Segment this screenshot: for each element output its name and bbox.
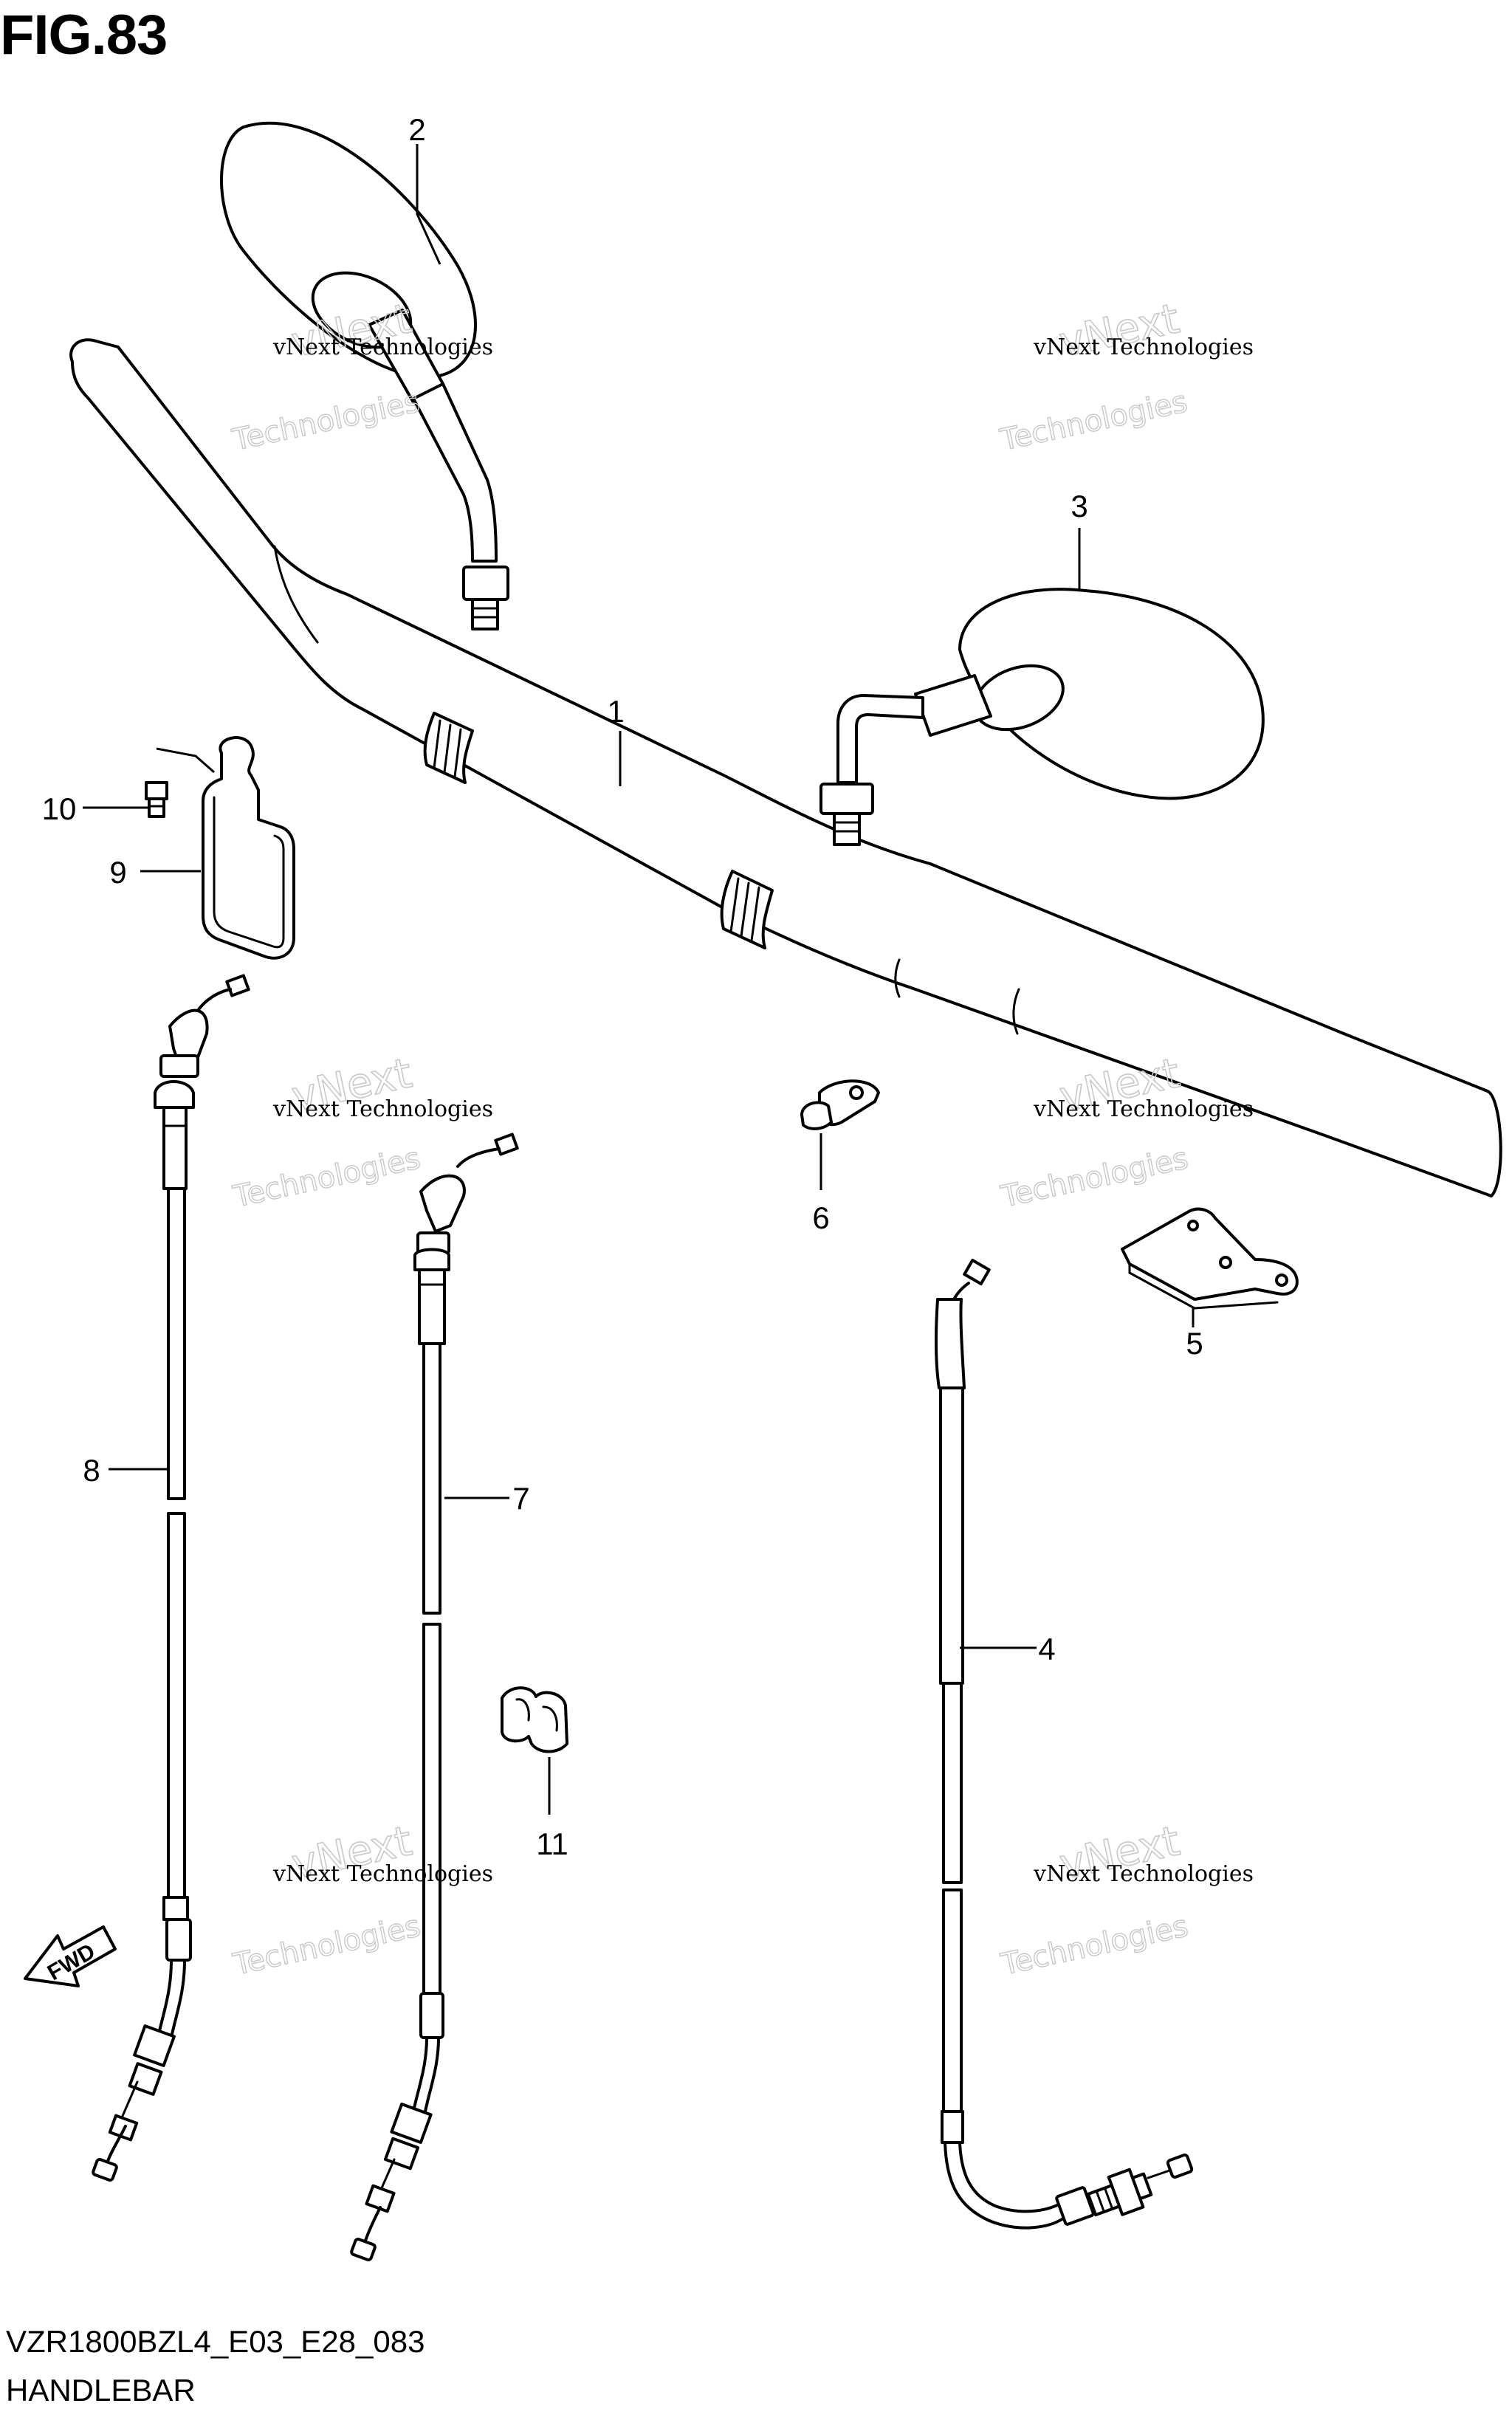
callout-9: 9 xyxy=(109,855,126,890)
cable-clamp xyxy=(800,1079,880,1130)
clutch-cable xyxy=(935,1258,1194,2230)
svg-text:Technologies: Technologies xyxy=(230,1909,423,1982)
mounting-plate xyxy=(1121,1207,1299,1310)
callout-1: 1 xyxy=(607,694,624,729)
handlebar xyxy=(69,338,1502,1197)
figure-title: FIG.83 xyxy=(0,4,168,66)
cable-clip xyxy=(501,1686,568,1753)
callout-7: 7 xyxy=(512,1481,529,1516)
callout-6: 6 xyxy=(812,1200,829,1235)
callout-8: 8 xyxy=(83,1453,100,1488)
holder-bracket xyxy=(202,736,295,960)
callout-3: 3 xyxy=(1071,489,1087,523)
svg-text:Technologies: Technologies xyxy=(997,1909,1191,1982)
leader-lines xyxy=(83,144,1195,1815)
callout-numbers: 2 3 1 10 9 6 5 8 7 4 11 xyxy=(42,112,1203,1861)
callout-5: 5 xyxy=(1186,1326,1203,1361)
callout-4: 4 xyxy=(1038,1632,1055,1666)
left-mirror xyxy=(220,121,509,630)
right-mirror xyxy=(819,588,1265,846)
watermark-top-right: vNext Technologies vNext Technologies xyxy=(997,295,1254,458)
svg-text:vNext Technologies: vNext Technologies xyxy=(1033,334,1254,360)
throttle-cable-middle xyxy=(350,1133,519,2261)
svg-text:Technologies: Technologies xyxy=(997,1141,1191,1214)
svg-text:vNext Technologies: vNext Technologies xyxy=(1033,1096,1254,1122)
callout-2: 2 xyxy=(408,112,425,147)
svg-text:vNext Technologies: vNext Technologies xyxy=(1033,1861,1254,1887)
model-code: VZR1800BZL4_E03_E28_083 xyxy=(6,2324,425,2359)
svg-text:vNext Technologies: vNext Technologies xyxy=(272,1861,493,1887)
callout-10: 10 xyxy=(42,791,77,826)
callout-11: 11 xyxy=(536,1826,568,1861)
watermark-bottom-left: vNext Technologies vNext Technologies xyxy=(230,1816,493,1982)
throttle-cable-left xyxy=(92,974,250,2182)
svg-text:Technologies: Technologies xyxy=(230,1141,423,1214)
svg-text:vNext Technologies: vNext Technologies xyxy=(272,1096,493,1122)
svg-text:Technologies: Technologies xyxy=(229,385,422,458)
forward-direction-arrow: FWD xyxy=(24,1925,117,1987)
bolt xyxy=(145,781,168,818)
svg-text:vNext Technologies: vNext Technologies xyxy=(272,334,493,360)
svg-text:Technologies: Technologies xyxy=(997,385,1190,458)
watermark-bottom-right: vNext Technologies vNext Technologies xyxy=(997,1816,1254,1982)
section-name: HANDLEBAR xyxy=(6,2373,196,2407)
